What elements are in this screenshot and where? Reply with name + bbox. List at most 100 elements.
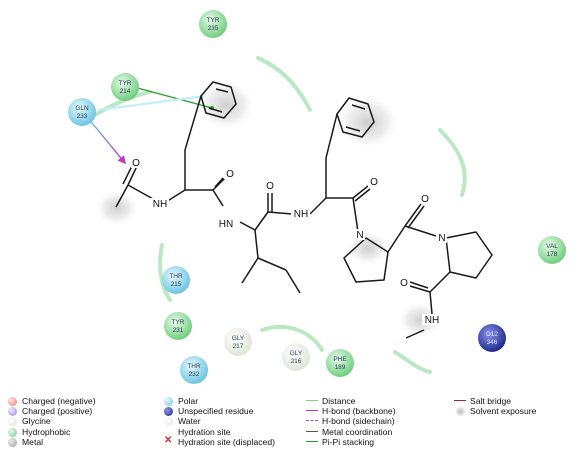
residue-phe189[interactable]: PHE 189 — [326, 349, 354, 377]
residue-d12[interactable]: D12 346 — [478, 324, 506, 352]
svg-text:TYR: TYR — [119, 80, 132, 87]
legend-item: Charged (positive) — [6, 406, 96, 417]
svg-text:TYR: TYR — [207, 17, 220, 24]
polar-contact-line — [97, 94, 206, 112]
hbond-sidechain-icon — [306, 420, 318, 422]
svg-text:178: 178 — [547, 251, 558, 258]
svg-text:D12: D12 — [486, 331, 498, 338]
residue-thr232[interactable]: THR 232 — [180, 356, 208, 384]
legend-item: ✕Hydration site (displaced) — [162, 435, 275, 447]
atom-o-6: O — [400, 278, 408, 289]
svg-text:235: 235 — [208, 25, 219, 32]
svg-text:TYR: TYR — [172, 319, 185, 326]
legend-label: Distance — [322, 396, 356, 406]
distance-icon — [306, 400, 318, 401]
legend-label: Pi-Pi stacking — [322, 436, 375, 447]
svg-text:231: 231 — [173, 327, 184, 334]
charged-positive-icon — [8, 407, 17, 417]
svg-text:THR: THR — [169, 273, 183, 280]
atom-n-2: N — [438, 233, 445, 244]
svg-text:PHE: PHE — [333, 356, 347, 363]
hbond-backbone-icon — [306, 410, 318, 412]
legend-label: Unspecified residue — [178, 406, 254, 417]
legend-item: Charged (negative) — [6, 396, 96, 406]
legend-item: Distance — [306, 396, 396, 406]
legend-label: Metal — [22, 436, 44, 447]
legend-label: H-bond (backbone) — [322, 406, 396, 417]
svg-text:214: 214 — [120, 88, 131, 95]
legend-label: Charged (positive) — [22, 406, 93, 417]
glycine-icon — [8, 417, 17, 427]
legend-label: Solvent exposure — [470, 406, 537, 417]
hbond-sidechain-line — [87, 117, 127, 165]
atom-nh-3: NH — [425, 315, 439, 326]
water-icon — [164, 417, 173, 427]
legend-item: Metal coordination — [306, 427, 396, 437]
hydration-site-icon — [164, 427, 173, 437]
atom-o-4: O — [370, 177, 378, 188]
metal-coordination-icon — [306, 430, 318, 432]
legend-column-residue-types: Charged (negative) Charged (positive) Gl… — [6, 396, 96, 447]
salt-bridge-icon — [454, 400, 466, 401]
legend-item: Glycine — [6, 416, 96, 427]
svg-text:232: 232 — [189, 371, 200, 378]
atom-o-3: O — [266, 181, 274, 192]
legend-item: H-bond (backbone) — [306, 406, 396, 416]
legend-label: Water — [178, 416, 201, 427]
atom-o-1: O — [132, 158, 140, 169]
legend-item: Solvent exposure — [454, 406, 537, 417]
residue-val178[interactable]: VAL 178 — [538, 236, 566, 264]
legend-item: Unspecified residue — [162, 406, 275, 417]
legend-item: Water — [162, 416, 275, 427]
svg-text:217: 217 — [233, 343, 244, 350]
svg-text:233: 233 — [77, 113, 88, 120]
svg-text:216: 216 — [291, 358, 302, 365]
legend-label: Glycine — [22, 416, 51, 427]
legend-label: Polar — [178, 396, 199, 406]
svg-text:GLY: GLY — [290, 350, 303, 357]
residue-thr215[interactable]: THR 215 — [162, 266, 190, 294]
atom-hn-1: HN — [219, 219, 233, 230]
residue-tyr235[interactable]: TYR 235 — [199, 10, 227, 38]
legend-label: H-bond (sidechain) — [322, 416, 395, 427]
unspecified-residue-icon — [164, 407, 173, 417]
polar-icon — [164, 397, 173, 406]
ligand-structure — [115, 81, 493, 339]
svg-text:189: 189 — [335, 364, 346, 371]
legend-column-interactions: Distance H-bond (backbone) H-bond (sidec… — [306, 396, 396, 447]
atom-n-1: N — [356, 230, 363, 241]
legend: Charged (negative) Charged (positive) Gl… — [0, 394, 584, 468]
svg-text:GLY: GLY — [232, 335, 245, 342]
svg-text:GLN: GLN — [75, 105, 89, 112]
pi-pi-stacking-icon — [306, 440, 318, 442]
charged-negative-icon — [8, 397, 17, 406]
legend-item: Salt bridge — [454, 396, 536, 406]
legend-label: Salt bridge — [470, 396, 512, 406]
legend-item: Hydration site — [162, 427, 275, 437]
residue-tyr214[interactable]: TYR 214 — [111, 73, 139, 101]
legend-item: Pi-Pi stacking — [306, 437, 396, 447]
legend-label: Hydration site (displaced) — [178, 436, 275, 447]
solvent-exposure-icon — [456, 407, 465, 417]
legend-item: Hydrophobic — [6, 427, 96, 437]
atom-o-2: O — [226, 169, 234, 180]
legend-label: Hydrophobic — [22, 426, 71, 437]
atom-nh-2: NH — [294, 209, 308, 220]
legend-label: Charged (negative) — [22, 396, 96, 406]
legend-item: Metal — [6, 437, 96, 447]
residue-gly217[interactable]: GLY 217 — [224, 328, 252, 356]
legend-item: Polar — [162, 396, 275, 406]
interaction-lines — [87, 84, 214, 165]
residue-gly216[interactable]: GLY 216 — [282, 343, 310, 371]
metal-icon — [8, 437, 17, 447]
hydrophobic-icon — [8, 427, 17, 437]
svg-text:VAL: VAL — [546, 243, 558, 250]
legend-label: Hydration site — [178, 426, 231, 437]
legend-column-site-types: Polar Unspecified residue Water Hydratio… — [162, 396, 275, 447]
residue-tyr231[interactable]: TYR 231 — [164, 312, 192, 340]
atom-labels: O NH O HN O NH O N O N O NH — [131, 157, 447, 326]
atom-nh-1: NH — [153, 199, 167, 210]
legend-column-other: Salt bridge Solvent exposure — [454, 396, 537, 417]
residue-gln233[interactable]: GLN 233 — [68, 98, 96, 126]
